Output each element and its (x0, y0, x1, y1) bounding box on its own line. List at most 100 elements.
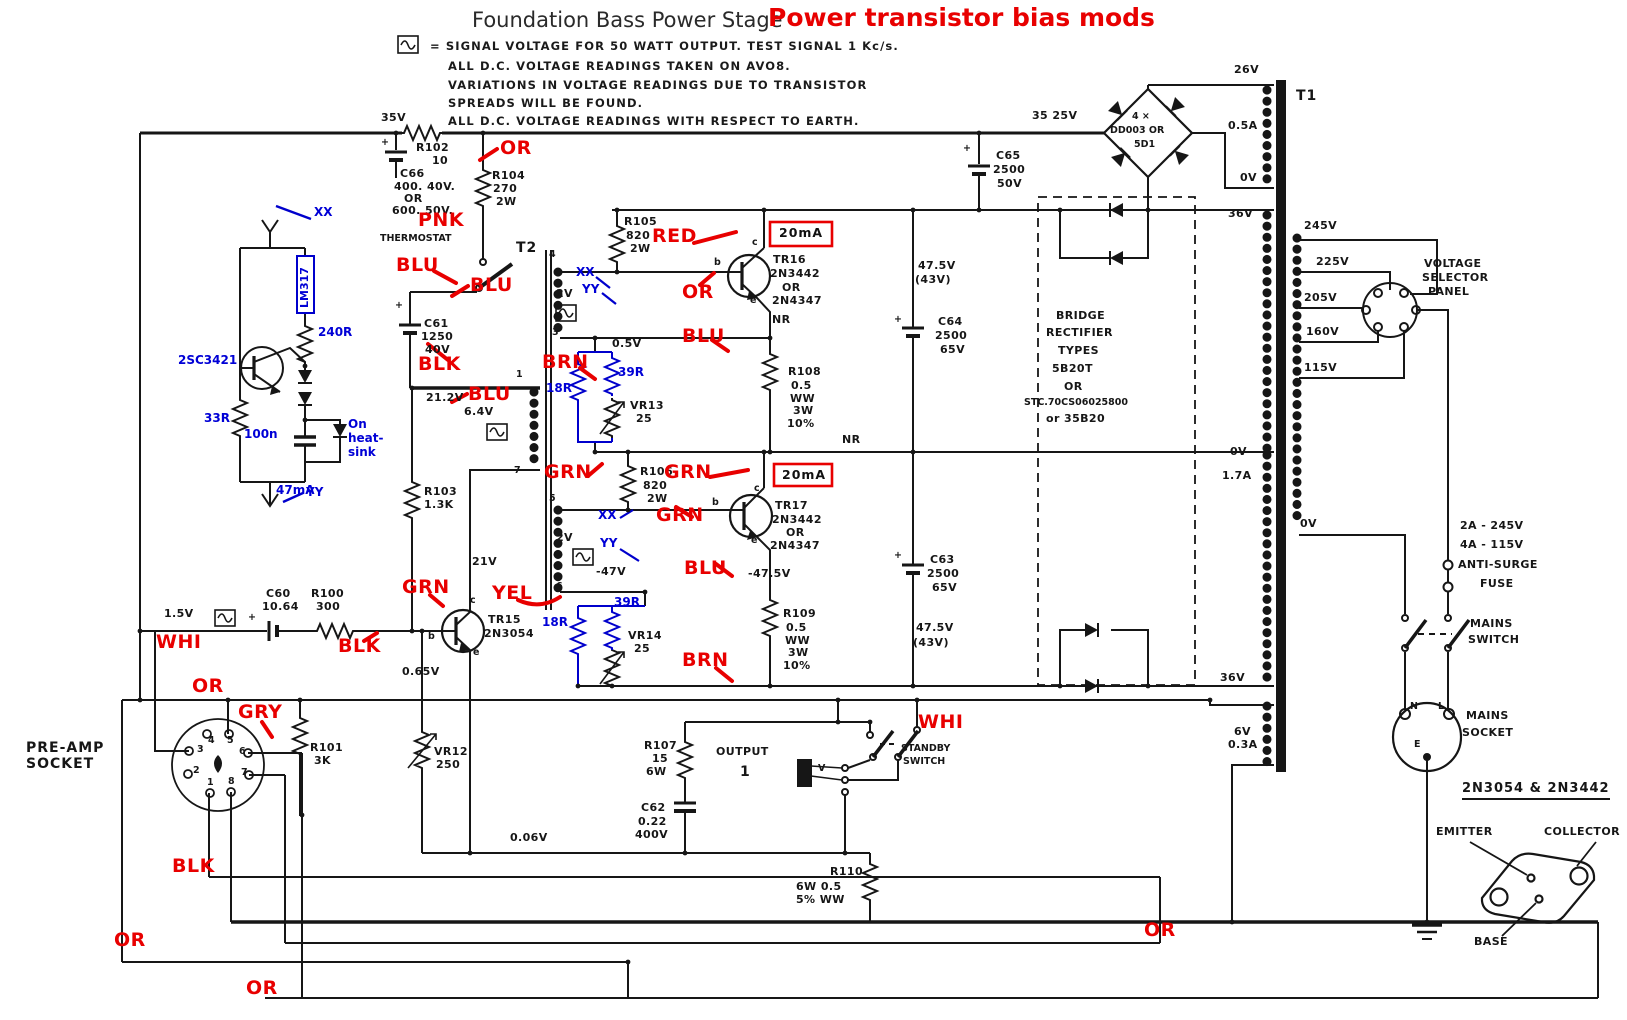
sig-2v-a: 2V (556, 287, 573, 300)
bias-20ma-1: 20mA (779, 225, 824, 240)
pinout-collector: COLLECTOR (1544, 825, 1620, 838)
wire-blk-2: BLK (338, 635, 381, 657)
r110-v2: 5% WW (796, 893, 845, 906)
mod-yy-2: YY (582, 282, 600, 296)
tr15-e: e (473, 647, 480, 658)
note-line-1: = SIGNAL VOLTAGE FOR 50 WATT OUTPUT. TES… (430, 39, 899, 53)
r104-w: 2W (496, 195, 517, 208)
wire-blu-2: BLU (470, 274, 513, 296)
c60: C60 (266, 587, 291, 600)
r110-v1: 6W 0.5 (796, 880, 842, 893)
mod-240r: 240R (318, 325, 353, 339)
brbox-3: TYPES (1058, 344, 1099, 357)
r110: R110 (830, 865, 864, 878)
tr15: TR15 (488, 613, 521, 626)
t2-term-7: 7 (514, 465, 521, 476)
r100: R100 (311, 587, 345, 600)
note-line-3: VARIATIONS IN VOLTAGE READINGS DUE TO TR… (448, 78, 868, 92)
note-line-4: SPREADS WILL BE FOUND. (448, 96, 644, 110)
bias-highlight-boxes (768, 220, 834, 488)
plus-c61: + (395, 300, 403, 311)
r109: R109 (783, 607, 817, 620)
mod-bias-networks (570, 351, 645, 688)
plus-c63: + (894, 550, 902, 561)
c64-val: 2500 (935, 329, 968, 342)
pin-5: 5 (227, 735, 234, 746)
volt-m47: -47V (596, 565, 626, 578)
t2-term-5: 5 (549, 493, 556, 504)
amp-1-7: 1.7A (1222, 469, 1252, 482)
mod-yy-1: YY (306, 485, 324, 499)
vr12: VR12 (434, 745, 468, 758)
volt-36a: 36V (1228, 207, 1254, 220)
volt-21: 21V (472, 555, 498, 568)
tap-115: 115V (1304, 361, 1338, 374)
wire-or-3: OR (192, 675, 224, 697)
r109-w: 3W (788, 646, 809, 659)
transistors (440, 253, 774, 654)
c65-v: 50V (997, 177, 1023, 190)
r107-w: 6W (646, 765, 667, 778)
wire-grn-2: GRN (664, 461, 712, 483)
pin-2: 2 (193, 765, 200, 776)
output-label: OUTPUT (716, 745, 769, 758)
r105-val: 820 (626, 229, 651, 242)
volt-0-5: 0.5V (612, 337, 642, 350)
output-standby (797, 726, 921, 796)
mod-39r-a: 39R (618, 365, 644, 379)
volt-47-5b: 47.5V (916, 621, 954, 634)
r101: R101 (310, 741, 344, 754)
t2-term-4: 4 (549, 249, 556, 260)
r107: R107 (644, 739, 678, 752)
fuse-4: FUSE (1480, 577, 1514, 590)
mod-2sc3421: 2SC3421 (178, 353, 238, 367)
thermostat: THERMOSTAT (380, 233, 452, 244)
tap-205: 205V (1304, 291, 1338, 304)
pinout-base: BASE (1474, 935, 1508, 948)
bias-20ma-2: 20mA (782, 467, 827, 482)
vr13: VR13 (630, 399, 664, 412)
wire-blu-3: BLU (468, 383, 511, 405)
note-line-2: ALL D.C. VOLTAGE READINGS TAKEN ON AVO8. (448, 59, 791, 73)
c66-or: OR (404, 192, 423, 205)
brbox-6: STC.70CS06025800 (1024, 397, 1128, 408)
volt-6-4: 6.4V (464, 405, 494, 418)
tr15-type: 2N3054 (484, 627, 534, 640)
tr16: TR16 (773, 253, 806, 266)
signal-symbols (214, 35, 594, 627)
r106-w: 2W (647, 492, 668, 505)
pin-6: 6 (239, 746, 246, 757)
mod-18r-b: 18R (542, 615, 568, 629)
c64: C64 (938, 315, 963, 328)
c60-val: 10.64 (262, 600, 299, 613)
volt-0-65: 0.65V (402, 665, 440, 678)
tap-245: 245V (1304, 219, 1338, 232)
brbox-5: OR (1064, 380, 1083, 393)
mod-18r-a: 18R (546, 381, 572, 395)
c63-v: 65V (932, 581, 958, 594)
r108-tol: 10% (787, 417, 815, 430)
r100-val: 300 (316, 600, 341, 613)
r104: R104 (492, 169, 526, 182)
volt-43b: (43V) (913, 636, 949, 649)
bridge-type2: 5D1 (1134, 139, 1156, 150)
mod-xx-3: XX (598, 508, 617, 522)
wire-blu-4: BLU (682, 325, 725, 347)
c62-val: 0.22 (638, 815, 667, 828)
wire-whi-1: WHI (156, 631, 202, 653)
wire-yel: YEL (492, 582, 533, 604)
tr17-b: b (712, 497, 719, 508)
r108-ww: WW (790, 392, 816, 405)
t1-label: T1 (1296, 88, 1318, 104)
plus-c66: + (381, 137, 389, 148)
brbox-1: BRIDGE (1056, 309, 1106, 322)
volt-47-5a: 47.5V (918, 259, 956, 272)
wire-or-4: OR (114, 929, 146, 951)
r105: R105 (624, 215, 658, 228)
tr17-or: OR (786, 526, 805, 539)
r109-val: 0.5 (786, 621, 807, 634)
tr17-e: e (751, 535, 758, 546)
thermostat-switch (475, 258, 514, 292)
volt-26: 26V (1234, 63, 1260, 76)
